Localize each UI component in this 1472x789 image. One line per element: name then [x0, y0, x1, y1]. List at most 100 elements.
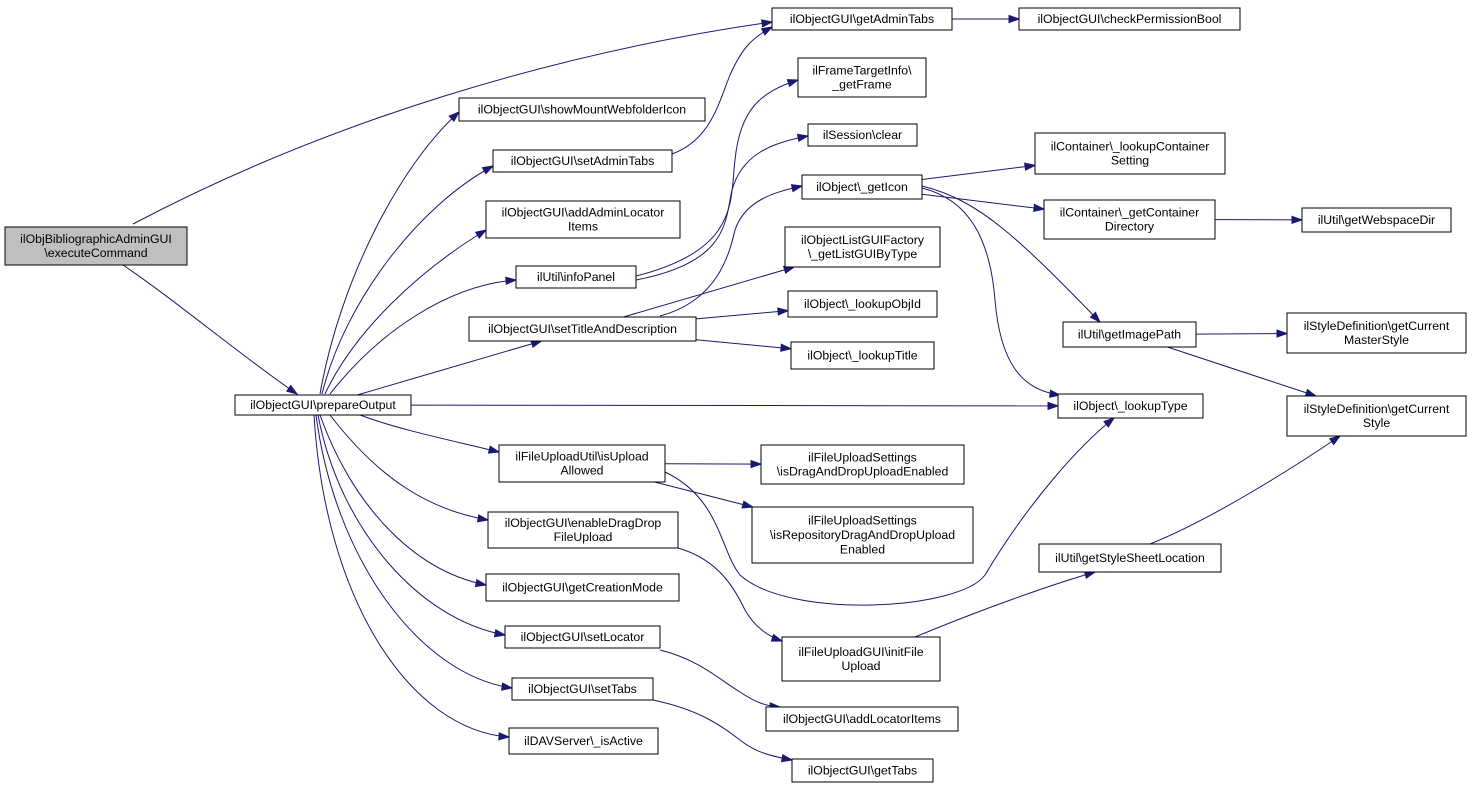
arrowhead-icon [1033, 203, 1046, 213]
arrowhead-icon [1291, 215, 1304, 225]
node-getAdminTabs[interactable]: ilObjectGUI\getAdminTabs [771, 7, 953, 31]
node-root[interactable]: ilObjBibliographicAdminGUI\executeComman… [4, 226, 188, 266]
node-prepareOutput[interactable]: ilObjectGUI\prepareOutput [234, 394, 412, 416]
node-checkPermissionBool[interactable]: ilObjectGUI\checkPermissionBool [1018, 7, 1241, 31]
edge-line [315, 414, 513, 689]
node-box [492, 149, 673, 173]
arrowhead-icon [1304, 388, 1318, 397]
node-lookupObjId[interactable]: ilObject\_lookupObjId [787, 290, 938, 318]
node-label: \executeCommand [44, 246, 147, 260]
node-box [485, 200, 681, 239]
node-box [807, 123, 918, 147]
node-box [504, 625, 661, 649]
edge-line [357, 340, 542, 396]
arrowhead-icon [790, 184, 804, 193]
node-lookupType[interactable]: ilObject\_lookupType [1057, 393, 1204, 419]
node-box [1018, 7, 1241, 31]
edge-setLocator-to-addLocatorItems [659, 649, 782, 711]
edge-line [329, 279, 517, 395]
arrowhead-icon [1103, 417, 1116, 428]
node-box [1286, 312, 1467, 354]
node-box [515, 265, 637, 289]
node-label: ilObjectGUI\getCreationMode [502, 581, 663, 595]
node-setTabs[interactable]: ilObjectGUI\setTabs [511, 677, 654, 701]
node-lookupTitle[interactable]: ilObject\_lookupTitle [790, 341, 935, 370]
arrowhead-icon [1328, 435, 1342, 446]
edge-line [1195, 333, 1288, 335]
node-getFrame[interactable]: ilFrameTargetInfo\_getFrame [797, 57, 927, 98]
node-setAdminTabs[interactable]: ilObjectGUI\setAdminTabs [492, 149, 673, 173]
node-box [765, 706, 959, 732]
edge-getContainerDirectory-to-getWebspaceDir [1214, 215, 1304, 225]
node-box [790, 341, 935, 370]
node-infoPanel[interactable]: ilUtil\infoPanel [515, 265, 637, 289]
node-label: ilObjectListGUIFactory [801, 233, 925, 247]
edge-setTitleAndDescription-to-getListGUIByType [623, 265, 796, 318]
edge-getImagePath-to-getCurrentStyle [1167, 346, 1318, 397]
arrowhead-icon [796, 133, 810, 143]
node-setTitleAndDescription[interactable]: ilObjectGUI\setTitleAndDescription [468, 316, 697, 342]
node-getImagePath[interactable]: ilUtil\getImagePath [1062, 321, 1197, 348]
edge-line [319, 414, 487, 586]
node-addLocatorItems[interactable]: ilObjectGUI\addLocatorItems [765, 706, 959, 732]
edge-line [914, 571, 1096, 638]
edge-setTitleAndDescription-to-lookupTitle [695, 339, 793, 352]
node-label: ilObjectGUI\showMountWebfolderIcon [478, 103, 686, 117]
arrowhead-icon [1089, 311, 1102, 324]
node-getIcon[interactable]: ilObject\_getIcon [801, 174, 923, 200]
node-box [508, 727, 659, 755]
arrowhead-icon [770, 633, 784, 642]
node-getCreationMode[interactable]: ilObjectGUI\getCreationMode [485, 573, 680, 602]
node-label: ilUtil\infoPanel [537, 270, 615, 284]
edge-setAdminTabs-to-getAdminTabs [671, 26, 774, 155]
edge-prepareOutput-to-setLocator [317, 414, 507, 638]
node-getTabs[interactable]: ilObjectGUI\getTabs [791, 758, 934, 783]
node-label: ilObject\_lookupTitle [807, 349, 917, 363]
node-isDragAndDropEnabled[interactable]: ilFileUploadSettings\isDragAndDropUpload… [760, 444, 965, 485]
edge-initFileUpload-to-getStyleSheetLocation [914, 570, 1097, 638]
node-label: ilObjectGUI\getTabs [808, 764, 917, 778]
node-label: _getFrame [831, 78, 892, 92]
node-label: ilObject\_lookupObjId [804, 297, 921, 311]
node-label: Style [1363, 416, 1390, 430]
node-setLocator[interactable]: ilObjectGUI\setLocator [504, 625, 661, 649]
edge-getImagePath-to-getCurrentMasterStyle [1195, 329, 1289, 338]
node-getStyleSheetLocation[interactable]: ilUtil\getStyleSheetLocation [1038, 543, 1222, 573]
node-isRepoDragAndDrop[interactable]: ilFileUploadSettings\isRepositoryDragAnd… [751, 506, 974, 564]
node-label: ilObjectGUI\getAdminTabs [790, 12, 934, 26]
node-sessionClear[interactable]: ilSession\clear [807, 123, 918, 147]
node-label: ilFrameTargetInfo\ [812, 63, 912, 77]
edge-line [359, 414, 500, 453]
edge-line [654, 481, 753, 508]
edge-prepareOutput-to-setAdminTabs [321, 165, 495, 395]
node-box [1043, 199, 1216, 240]
edge-line [324, 229, 487, 395]
node-showMountWebfolderIcon[interactable]: ilObjectGUI\showMountWebfolderIcon [458, 97, 706, 122]
edge-line [132, 21, 773, 225]
arrowhead-icon [474, 578, 488, 588]
node-getListGUIByType[interactable]: ilObjectListGUIFactory\_getListGUIByType [784, 226, 941, 268]
edge-isUploadAllowed-to-isRepoDragAndDrop [654, 481, 755, 509]
node-label: Directory [1105, 220, 1155, 234]
node-label: ilFileUploadGUI\initFile [798, 645, 923, 659]
arrowhead-icon [476, 514, 490, 523]
node-label: ilUtil\getWebspaceDir [1318, 213, 1435, 227]
node-label: \isDragAndDropUploadEnabled [777, 465, 949, 479]
node-label: Upload [842, 659, 881, 673]
node-box [787, 290, 938, 318]
node-isActive[interactable]: ilDAVServer\_isActive [508, 727, 659, 755]
edge-prepareOutput-to-showMountWebfolderIcon [319, 110, 461, 395]
node-box [791, 758, 934, 783]
node-label: ilObjectGUI\checkPermissionBool [1038, 12, 1222, 26]
node-getWebspaceDir[interactable]: ilUtil\getWebspaceDir [1301, 207, 1452, 233]
edge-getAdminTabs-to-checkPermissionBool [952, 14, 1021, 24]
